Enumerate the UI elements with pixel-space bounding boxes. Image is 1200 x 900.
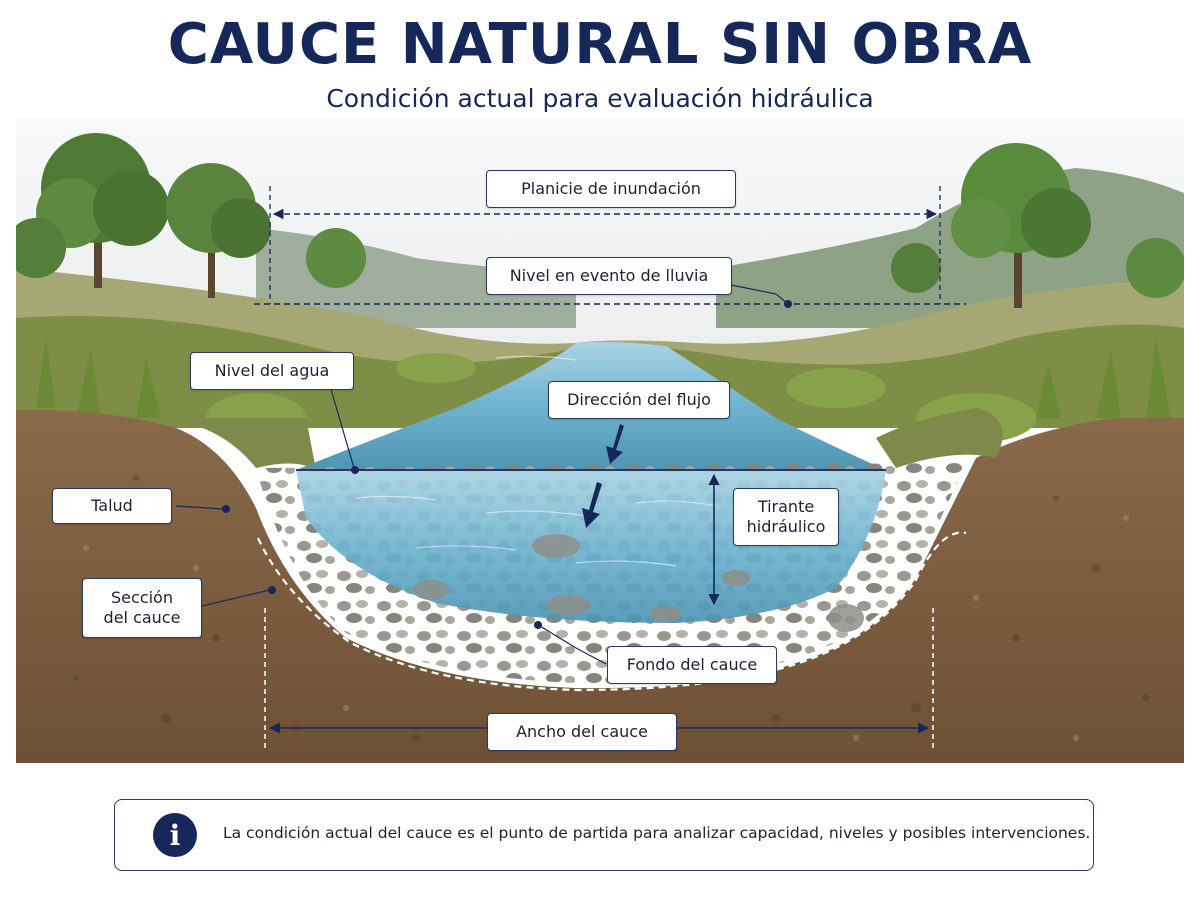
label-seccion-line2: del cauce: [103, 608, 181, 627]
channel-section-outline: [257, 531, 967, 692]
label-talud: Talud: [52, 488, 172, 524]
info-text: La condición actual del cauce es el punt…: [223, 824, 1091, 842]
trees-left: [16, 133, 366, 298]
label-seccion-line1: Sección: [111, 588, 173, 607]
label-planicie-de-inundacion: Planicie de inundación: [486, 170, 736, 208]
page-title: CAUCE NATURAL SIN OBRA: [167, 12, 1033, 77]
trees-right: [891, 143, 1184, 308]
info-box: i La condición actual del cauce es el pu…: [114, 799, 1094, 871]
label-tirante-hidraulico: Tirante hidráulico: [733, 488, 839, 546]
label-direccion-del-flujo: Dirección del flujo: [548, 381, 730, 419]
label-fondo-del-cauce: Fondo del cauce: [607, 646, 777, 684]
label-nivel-del-agua: Nivel del agua: [190, 352, 354, 390]
river-cross-section-illustration: [16, 118, 1184, 763]
info-icon: i: [153, 813, 197, 857]
label-seccion-del-cauce: Sección del cauce: [82, 578, 202, 638]
page-subtitle: Condición actual para evaluación hidrául…: [326, 84, 874, 113]
flow-direction-arrows: [582, 424, 624, 528]
label-tirante-line2: hidráulico: [746, 517, 826, 536]
label-nivel-evento-lluvia: Nivel en evento de lluvia: [486, 257, 732, 295]
label-ancho-del-cauce: Ancho del cauce: [487, 713, 677, 751]
label-tirante-line1: Tirante: [757, 497, 815, 516]
